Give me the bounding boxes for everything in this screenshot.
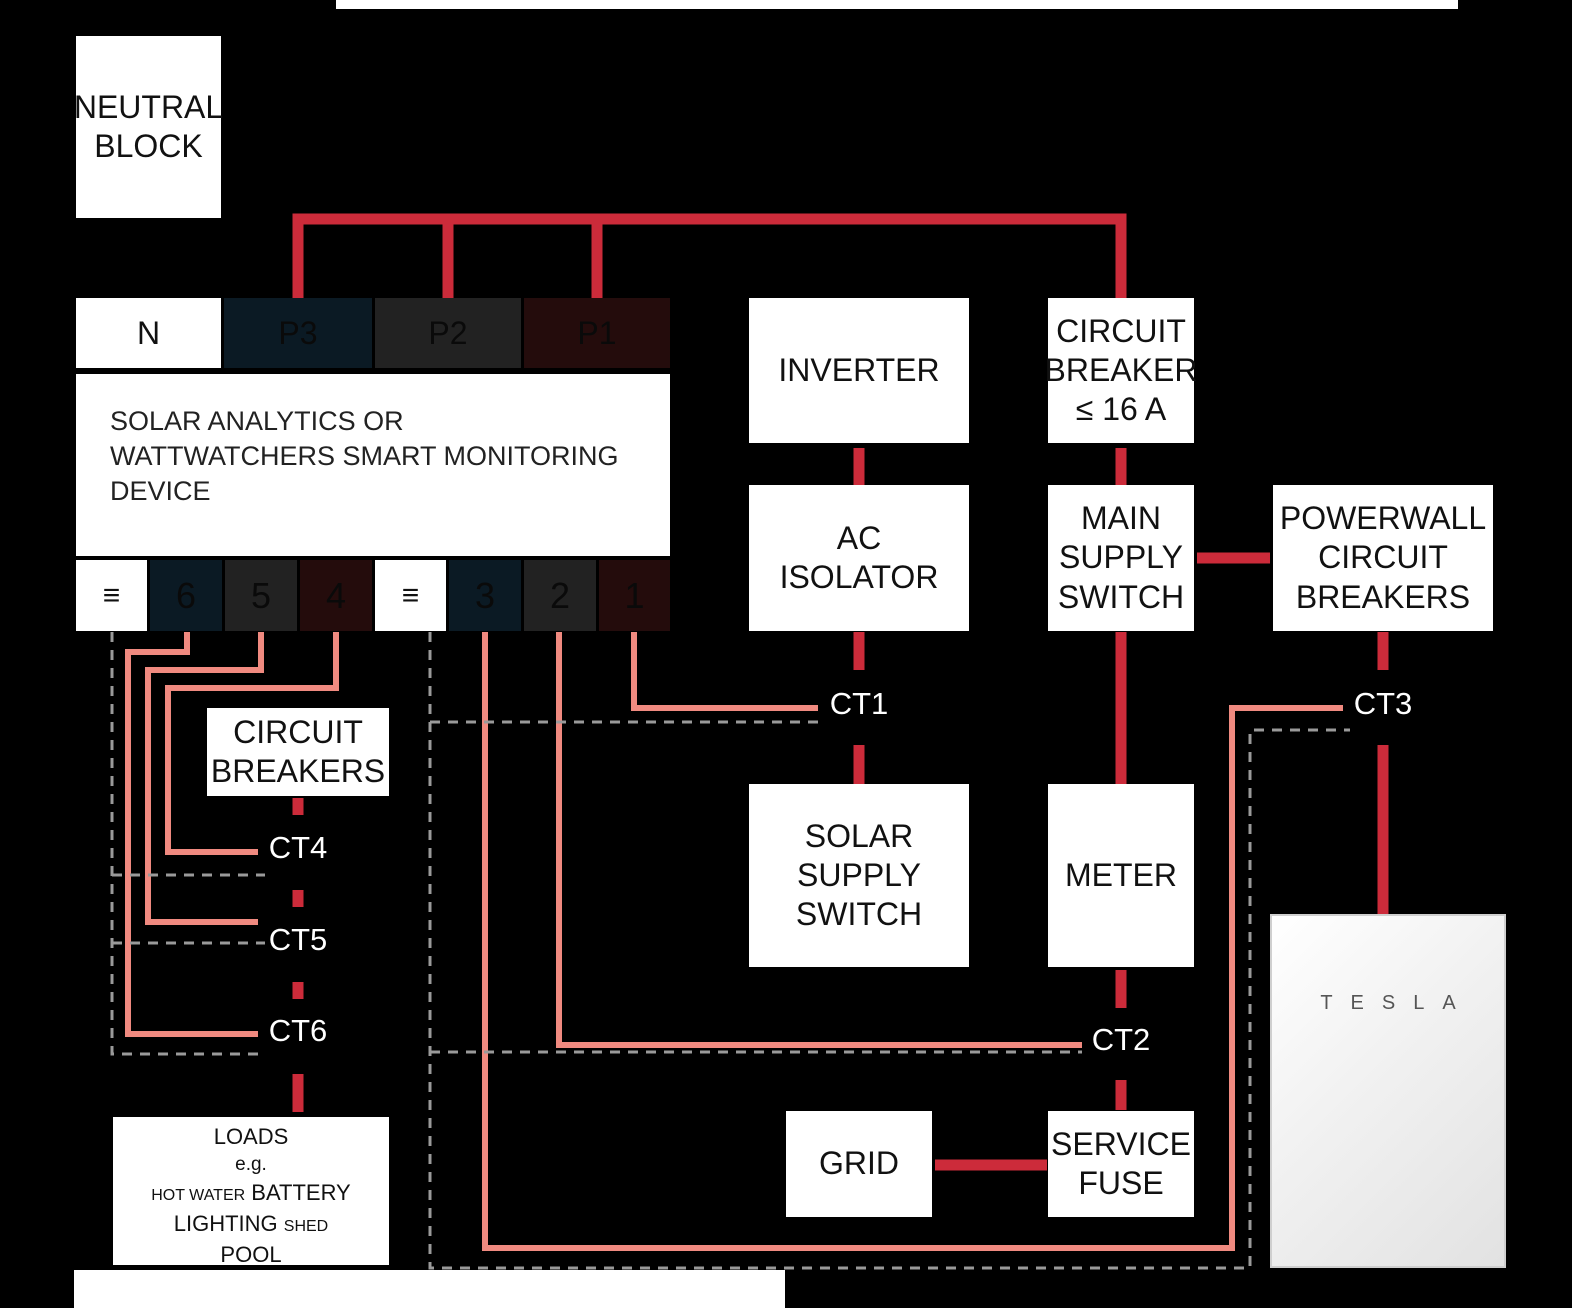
loads-shed: SHED	[283, 1218, 329, 1235]
monitoring-device	[76, 374, 670, 556]
loads-box: LOADS e.g. HOT WATER BATTERY LIGHTING SH…	[113, 1117, 389, 1267]
device-label-line3: DEVICE	[110, 476, 211, 506]
lead-ct3	[482, 632, 1343, 1251]
mss-line3: SWITCH	[1057, 578, 1185, 615]
loads-hot-water: HOT WATER	[151, 1187, 246, 1204]
terminal-4: 4	[300, 560, 372, 631]
lead-ct6	[125, 632, 258, 1037]
inverter-label: INVERTER	[778, 351, 940, 388]
bottom-bar	[74, 1270, 785, 1308]
terminal-neutral-a: ≡	[76, 560, 147, 631]
neutral-block-line1: NEUTRAL	[73, 88, 224, 125]
circuit-breakers-line2: BREAKERS	[210, 753, 386, 789]
pwcb-line2: CIRCUIT	[1318, 539, 1448, 576]
neutral-leads	[110, 632, 1350, 1270]
inverter-box: INVERTER	[749, 298, 969, 443]
solar-supply-switch-line2: SUPPLY	[797, 856, 921, 893]
terminal-p3: P3	[224, 298, 372, 368]
terminal-p1: P1	[524, 298, 670, 368]
ct-leads	[125, 632, 1343, 1251]
loads-lighting: LIGHTING	[173, 1211, 278, 1236]
loads-battery: BATTERY	[251, 1180, 351, 1205]
neutral-left	[110, 632, 265, 1056]
solar-supply-switch-line1: SOLAR	[804, 817, 914, 854]
device-label: SOLAR ANALYTICS OR WATTWATCHERS SMART MO…	[110, 404, 650, 509]
terminal-neutral-b: ≡	[375, 560, 446, 631]
ct1-label: CT1	[829, 686, 889, 721]
terminal-1: 1	[599, 560, 670, 631]
cb16-line2: BREAKER	[1044, 351, 1198, 388]
mss-line2: SUPPLY	[1059, 539, 1183, 576]
ct2-label: CT2	[1091, 1022, 1151, 1057]
device-label-line2: WATTWATCHERS SMART MONITORING	[110, 441, 619, 471]
neutral-right	[428, 632, 1350, 1270]
lead-ct5	[145, 632, 264, 925]
loads-eg: e.g.	[235, 1154, 267, 1175]
meter-box: METER	[1048, 784, 1194, 967]
service-fuse-line1: SERVICE	[1051, 1125, 1191, 1162]
terminal-p2: P2	[375, 298, 521, 368]
loads-title: LOADS	[213, 1124, 289, 1149]
top-bar	[336, 0, 1458, 9]
service-fuse-line2: FUSE	[1078, 1165, 1164, 1201]
ct5-label: CT5	[268, 922, 328, 957]
grid-box: GRID	[786, 1111, 932, 1217]
loads-pool: POOL	[220, 1242, 282, 1267]
ct4-label: CT4	[268, 830, 328, 865]
device-label-line1: SOLAR ANALYTICS OR	[110, 406, 404, 436]
cb16-line3: ≤ 16 A	[1075, 391, 1167, 428]
powerwall-unit: TESLA	[1270, 914, 1506, 1268]
mss-line1: MAIN	[1080, 500, 1161, 537]
cb16-line1: CIRCUIT	[1056, 312, 1186, 349]
lead-ct4	[165, 632, 339, 855]
ct3-label: CT3	[1353, 686, 1413, 721]
phase-bus	[292, 213, 1389, 1171]
ct6-label: CT6	[268, 1013, 328, 1048]
solar-supply-switch-line3: SWITCH	[795, 896, 923, 933]
terminal-n: N	[76, 298, 221, 368]
bus-main	[292, 213, 1127, 298]
lead-ct1	[631, 632, 818, 711]
terminal-6: 6	[150, 560, 222, 631]
terminal-2: 2	[524, 560, 596, 631]
pwcb-line1: POWERWALL	[1279, 500, 1487, 537]
meter-label: METER	[1065, 856, 1177, 893]
ac-isolator-line2: ISOLATOR	[779, 559, 939, 595]
terminal-3: 3	[449, 560, 521, 631]
tesla-logo: TESLA	[1320, 992, 1474, 1014]
ac-isolator-line1: AC	[836, 519, 882, 556]
pwcb-line3: BREAKERS	[1295, 578, 1471, 615]
grid-label: GRID	[819, 1145, 899, 1182]
neutral-block-line2: BLOCK	[94, 128, 203, 164]
lead-ct2	[556, 632, 1082, 1048]
terminal-5: 5	[225, 560, 297, 631]
circuit-breakers-line1: CIRCUIT	[233, 713, 363, 750]
